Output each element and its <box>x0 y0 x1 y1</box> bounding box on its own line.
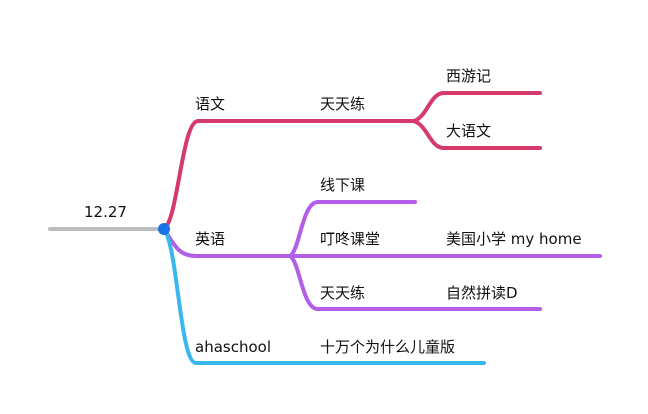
root-node-dot[interactable] <box>158 223 170 235</box>
node-ziran-pindu[interactable]: 自然拼读D <box>446 284 518 302</box>
node-yuwen-tiantianlian[interactable]: 天天练 <box>320 95 366 113</box>
node-xiyouji[interactable]: 西游记 <box>446 67 492 85</box>
connector-tiantianlian-to-dayuwen <box>412 119 542 150</box>
node-yingyu-tiantianlian[interactable]: 天天练 <box>320 284 366 302</box>
root-node-label[interactable]: 12.27 <box>84 203 127 221</box>
node-shiwan-geweishenme[interactable]: 十万个为什么儿童版 <box>320 338 456 356</box>
branch-yingyu-connectors <box>162 200 602 311</box>
connector-root-to-yingyu <box>162 227 292 258</box>
node-yuwen[interactable]: 语文 <box>195 95 226 113</box>
node-yingyu[interactable]: 英语 <box>195 230 226 248</box>
connector-root-to-yuwen <box>162 119 416 231</box>
node-xianxiake[interactable]: 线下课 <box>320 176 366 194</box>
node-ahaschool[interactable]: ahaschool <box>195 338 271 356</box>
connector-tiantianlian-to-xiyouji <box>412 91 542 123</box>
node-dingdong-ketang[interactable]: 叮咚课堂 <box>320 230 381 248</box>
connector-yingyu-to-xianxiake <box>288 200 417 258</box>
branch-yuwen-connectors <box>162 91 542 231</box>
connector-root-to-ahaschool <box>162 227 486 365</box>
node-meiguo-xiaoxue[interactable]: 美国小学 my home <box>446 230 582 248</box>
node-dayuwen[interactable]: 大语文 <box>446 122 492 140</box>
connector-yingyu-to-tiantianlian <box>288 254 542 311</box>
branch-ahaschool-connectors <box>162 227 486 365</box>
